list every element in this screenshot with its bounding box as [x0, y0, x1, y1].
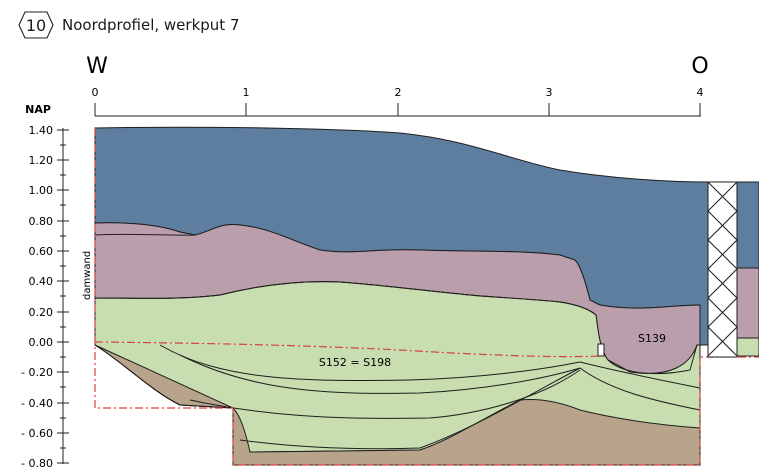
y-tick-label: 0.00: [29, 336, 54, 349]
y-axis-label: NAP: [25, 103, 51, 116]
y-tick-label: 0.20: [29, 306, 54, 319]
y-tick-label: - 0.40: [21, 397, 53, 410]
damwand-label: damwand: [82, 251, 93, 300]
y-tick-label: 0.80: [29, 215, 54, 228]
direction-west: W: [86, 54, 108, 79]
x-tick-label: 1: [243, 86, 250, 99]
x-tick-label: 3: [546, 86, 553, 99]
y-tick-label: 1.20: [29, 154, 54, 167]
y-tick-label: 1.00: [29, 184, 54, 197]
post-marker: [597, 343, 605, 357]
figure-title: Noordprofiel, werkput 7: [62, 16, 240, 34]
figure-header: 10 Noordprofiel, werkput 7: [18, 10, 240, 40]
excavation-boundary: [94, 128, 759, 466]
y-scale: NAP: [21, 103, 69, 469]
layer-boundaries: [94, 233, 701, 450]
figure-number: 10: [25, 15, 47, 35]
s152-label: S152 = S198: [319, 356, 391, 369]
sheet-pile-wall: [707, 181, 738, 358]
y-tick-label: 1.40: [29, 124, 54, 137]
x-tick-label: 0: [92, 86, 99, 99]
s139-label: S139: [638, 332, 666, 345]
green-layer-east: [736, 337, 759, 357]
direction-east: O: [691, 54, 708, 79]
mauve-layer-east: [736, 267, 759, 339]
soil-layers: [94, 126, 759, 466]
figure-number-badge: 10: [18, 11, 54, 39]
y-tick-label: - 0.60: [21, 427, 53, 440]
y-tick-label: - 0.80: [21, 457, 53, 469]
x-scale: 0 1 2 3 4: [92, 86, 704, 117]
top-layer-blue-east: [736, 181, 759, 269]
y-tick-label: 0.60: [29, 245, 54, 258]
y-tick-label: 0.40: [29, 275, 54, 288]
hexagon-icon: [18, 11, 54, 39]
x-tick-label: 4: [697, 86, 704, 99]
y-tick-label: - 0.20: [21, 366, 53, 379]
x-tick-label: 2: [395, 86, 402, 99]
